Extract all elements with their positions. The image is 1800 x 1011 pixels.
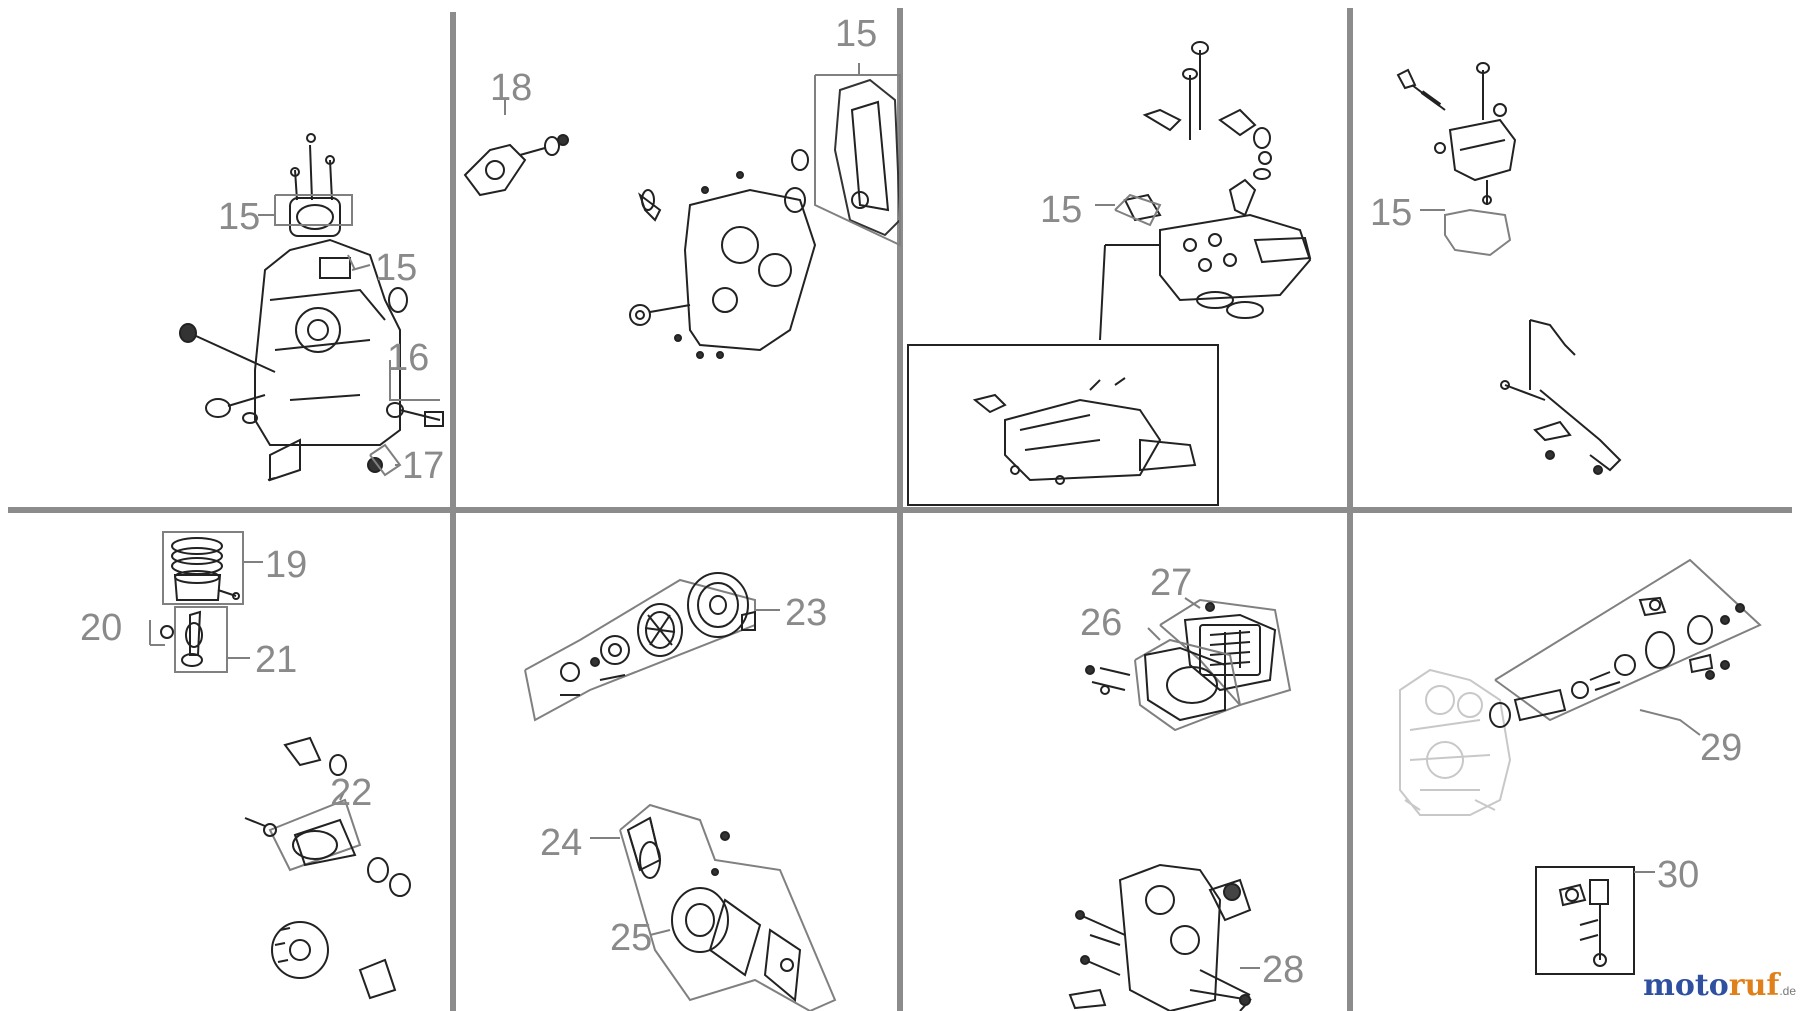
part-number-label: 23 xyxy=(785,592,827,634)
panel-piston-crankshaft xyxy=(149,531,411,1000)
brand-name-part2: ruf xyxy=(1728,968,1780,1003)
part-number-label: 27 xyxy=(1150,562,1192,604)
part-number-label: 18 xyxy=(490,67,532,109)
part-number-label: 28 xyxy=(1262,949,1304,991)
part-number-label: 24 xyxy=(540,822,582,864)
brand-name-part1: moto xyxy=(1643,968,1729,1003)
part-number-label: 17 xyxy=(402,445,444,487)
part-number-label: 15 xyxy=(1040,189,1082,231)
panel-crankcase-leaders xyxy=(258,214,400,466)
part-number-label: 20 xyxy=(80,607,122,649)
panel-governor xyxy=(1068,863,1252,1011)
panel-recoil-starter xyxy=(524,572,756,722)
panel-piston-leaders xyxy=(227,561,346,801)
part-number-label: 15 xyxy=(1370,192,1412,234)
part-number-label: 29 xyxy=(1700,727,1742,769)
brand-logo: motoruf.de xyxy=(1643,968,1796,1003)
part-number-label: 25 xyxy=(610,917,652,959)
part-number-label: 15 xyxy=(835,13,877,55)
part-number-label: 30 xyxy=(1657,854,1699,896)
panel-crankcase xyxy=(179,133,444,482)
part-number-label: 19 xyxy=(265,544,307,586)
panel-cylinder-head xyxy=(907,41,1312,506)
panel-air-filter xyxy=(1085,598,1292,732)
panel-crankcase-cover xyxy=(463,63,902,359)
part-number-label: 16 xyxy=(387,337,429,379)
part-number-label: 22 xyxy=(330,772,372,814)
part-number-label: 15 xyxy=(218,196,260,238)
part-number-label: 21 xyxy=(255,639,297,681)
panel-air-filter-leaders xyxy=(1147,597,1201,641)
panel-electric-starter xyxy=(1399,558,1762,975)
part-number-label: 26 xyxy=(1080,602,1122,644)
brand-tld: .de xyxy=(1779,984,1796,998)
panel-head-cover xyxy=(1396,62,1622,475)
part-number-label: 15 xyxy=(375,247,417,289)
panel-fan-cover xyxy=(619,803,837,1011)
panel-fan-leaders xyxy=(590,837,671,936)
